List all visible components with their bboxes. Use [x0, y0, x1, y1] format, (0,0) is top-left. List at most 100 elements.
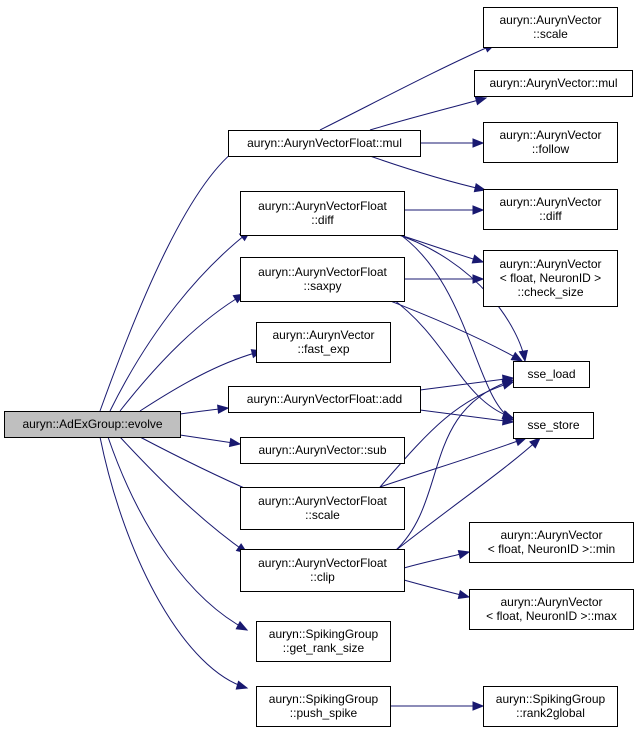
- node-sse-load[interactable]: sse_load: [513, 361, 590, 388]
- node-label: ::diff: [311, 213, 334, 227]
- arrowhead-vf_diff-to-v_diff: [472, 205, 485, 215]
- node-v-max[interactable]: auryn::AurynVector< float, NeuronID >::m…: [469, 589, 634, 630]
- node-label: auryn::AurynVector: [499, 128, 601, 142]
- node-label: auryn::SpikingGroup: [269, 692, 379, 706]
- node-label: auryn::AurynVectorFloat::mul: [247, 136, 402, 150]
- edge-root-to-sg_push_spike: [99, 436, 248, 689]
- node-label: ::scale: [533, 27, 568, 41]
- node-v-check-size[interactable]: auryn::AurynVector< float, NeuronID >::c…: [483, 250, 618, 307]
- node-label: auryn::AurynVector: [272, 328, 374, 342]
- arrowhead-root-to-sg_push_spike: [235, 680, 249, 690]
- node-box: [4, 411, 181, 438]
- arrowhead-vf_clip-to-sse_store: [529, 437, 541, 449]
- node-vf-saxpy[interactable]: auryn::AurynVectorFloat::saxpy: [240, 257, 405, 302]
- edge-vf_mul-to-v_mul: [369, 97, 487, 131]
- node-label: ::diff: [539, 209, 562, 223]
- node-v-fast-exp[interactable]: auryn::AurynVector::fast_exp: [256, 322, 391, 363]
- edge-vf_diff-to-v_check_size: [399, 234, 484, 263]
- node-v-sub[interactable]: auryn::AurynVector::sub: [240, 437, 405, 464]
- node-v-diff[interactable]: auryn::AurynVector::diff: [483, 189, 618, 230]
- arrowhead-vf_saxpy-to-v_check_size: [472, 274, 485, 284]
- node-vf-clip[interactable]: auryn::AurynVectorFloat::clip: [240, 549, 405, 592]
- node-label: ::check_size: [517, 285, 583, 299]
- node-label: ::saxpy: [303, 279, 341, 293]
- node-box: [513, 412, 594, 439]
- arrowhead-vf_clip-to-sse_load: [501, 378, 515, 388]
- edge-vf_diff-to-sse_store: [394, 230, 514, 421]
- edge-root-to-sg_get_rank_size: [107, 436, 248, 631]
- arrowhead-vf_clip-to-v_min: [457, 549, 471, 560]
- node-label: auryn::AurynVectorFloat::add: [247, 392, 402, 406]
- edge-vf_scale-to-sse_load: [379, 381, 514, 488]
- node-label: auryn::AurynVector: [500, 528, 602, 542]
- node-label: ::scale: [305, 508, 340, 522]
- node-box: [474, 70, 633, 97]
- node-label: < float, NeuronID >::max: [486, 609, 617, 623]
- call-graph-edges: [99, 43, 541, 711]
- arrowhead-vf_add-to-sse_store: [502, 416, 515, 426]
- node-label: auryn::AurynVector: [500, 595, 602, 609]
- node-v-scale[interactable]: auryn::AurynVector::scale: [483, 7, 618, 48]
- node-v-mul[interactable]: auryn::AurynVector::mul: [474, 70, 633, 97]
- node-sg-rank2global[interactable]: auryn::SpikingGroup::rank2global: [483, 686, 618, 727]
- edge-root-to-vf_saxpy: [119, 293, 245, 412]
- edge-vf_mul-to-v_diff: [369, 155, 486, 191]
- node-label: auryn::AurynVector: [499, 195, 601, 209]
- edge-root-to-vf_mul: [99, 145, 242, 412]
- edge-vf_mul-to-v_scale: [319, 43, 496, 131]
- node-box: [469, 589, 634, 630]
- node-sg-push-spike[interactable]: auryn::SpikingGroup::push_spike: [256, 686, 391, 727]
- arrowhead-root-to-v_sub: [228, 437, 242, 448]
- node-box: [256, 686, 391, 727]
- node-label: < float, NeuronID >::min: [488, 542, 615, 556]
- node-box: [240, 549, 405, 592]
- arrowhead-vf_diff-to-sse_load: [518, 349, 529, 363]
- node-v-min[interactable]: auryn::AurynVector< float, NeuronID >::m…: [469, 522, 634, 563]
- edge-root-to-vf_diff: [109, 230, 251, 412]
- node-vf-diff[interactable]: auryn::AurynVectorFloat::diff: [240, 191, 405, 236]
- arrowhead-vf_saxpy-to-sse_store: [501, 410, 515, 420]
- edge-root-to-v_fast_exp: [139, 350, 263, 412]
- node-box: [483, 189, 618, 230]
- arrowhead-vf_mul-to-v_diff: [473, 183, 487, 193]
- node-label: ::get_rank_size: [283, 641, 365, 655]
- node-label: auryn::AurynVectorFloat: [258, 199, 387, 213]
- node-box: [483, 250, 618, 307]
- node-label: auryn::SpikingGroup: [496, 692, 606, 706]
- arrowhead-vf_saxpy-to-sse_load: [510, 351, 524, 362]
- node-label: auryn::AdExGroup::evolve: [22, 417, 162, 431]
- edge-vf_saxpy-to-sse_store: [389, 296, 514, 419]
- node-vf-mul[interactable]: auryn::AurynVectorFloat::mul: [228, 130, 421, 157]
- node-root[interactable]: auryn::AdExGroup::evolve: [4, 411, 181, 438]
- node-label: < float, NeuronID >: [500, 271, 601, 285]
- node-vf-add[interactable]: auryn::AurynVectorFloat::add: [228, 386, 421, 413]
- node-box: [240, 437, 405, 464]
- node-box: [228, 386, 421, 413]
- node-v-follow[interactable]: auryn::AurynVector::follow: [483, 122, 618, 163]
- node-sg-get-rank-size[interactable]: auryn::SpikingGroup::get_rank_size: [256, 621, 391, 662]
- node-label: auryn::AurynVectorFloat: [258, 265, 387, 279]
- node-label: auryn::SpikingGroup: [269, 627, 379, 641]
- node-box: [240, 191, 405, 236]
- node-sse-store[interactable]: sse_store: [513, 412, 594, 439]
- node-box: [256, 322, 391, 363]
- node-vf-scale[interactable]: auryn::AurynVectorFloat::scale: [240, 487, 405, 530]
- node-label: ::rank2global: [516, 706, 585, 720]
- edge-vf_scale-to-sse_store: [379, 437, 527, 488]
- arrowhead-vf_diff-to-v_check_size: [471, 254, 485, 264]
- arrowhead-vf_clip-to-v_max: [457, 589, 471, 600]
- node-label: auryn::AurynVector::mul: [489, 76, 617, 90]
- node-box: [228, 130, 421, 157]
- node-label: sse_store: [527, 418, 579, 432]
- node-label: auryn::AurynVector::sub: [258, 443, 386, 457]
- arrowhead-vf_mul-to-v_follow: [472, 138, 485, 148]
- arrowhead-root-to-vf_add: [217, 404, 230, 414]
- node-box: [483, 122, 618, 163]
- node-label: ::fast_exp: [297, 342, 349, 356]
- node-box: [240, 257, 405, 302]
- call-graph-nodes: auryn::AdExGroup::evolveauryn::AurynVect…: [4, 7, 634, 727]
- node-label: ::push_spike: [290, 706, 358, 720]
- edge-vf_add-to-sse_load: [419, 377, 514, 391]
- node-box: [240, 487, 405, 530]
